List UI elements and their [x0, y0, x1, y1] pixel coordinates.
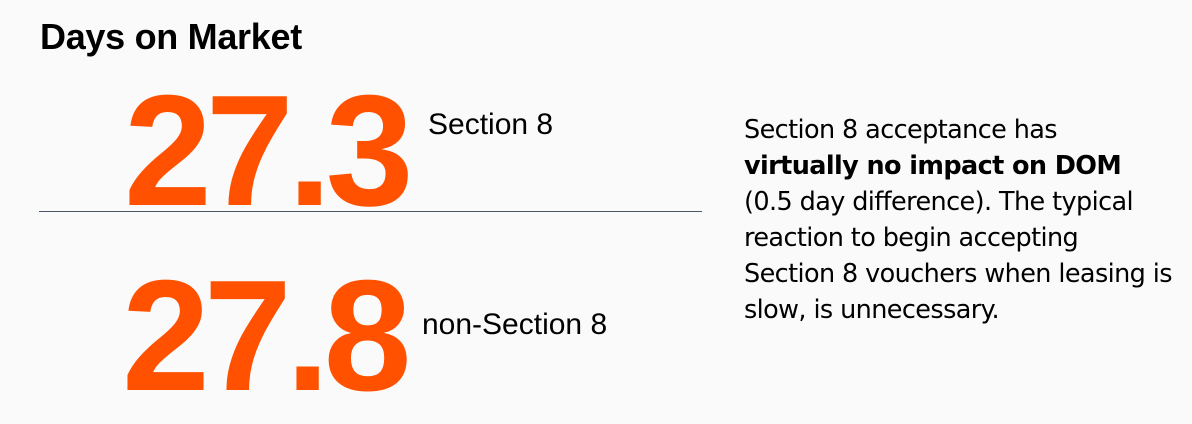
divider: [39, 211, 702, 212]
non-section8-dom-value: 27.8: [122, 248, 412, 424]
note-emphasis: virtually no impact on DOM: [744, 151, 1122, 181]
section8-dom-value: 27.3: [124, 63, 414, 239]
note-text-1: Section 8 acceptance has: [744, 115, 1058, 145]
page-title: Days on Market: [40, 16, 302, 57]
insight-note: Section 8 acceptance has virtually no im…: [744, 112, 1174, 328]
note-text-2: (0.5 day difference). The typical reacti…: [744, 187, 1173, 325]
section8-label: Section 8: [428, 108, 554, 141]
non-section8-label: non-Section 8: [422, 308, 608, 341]
